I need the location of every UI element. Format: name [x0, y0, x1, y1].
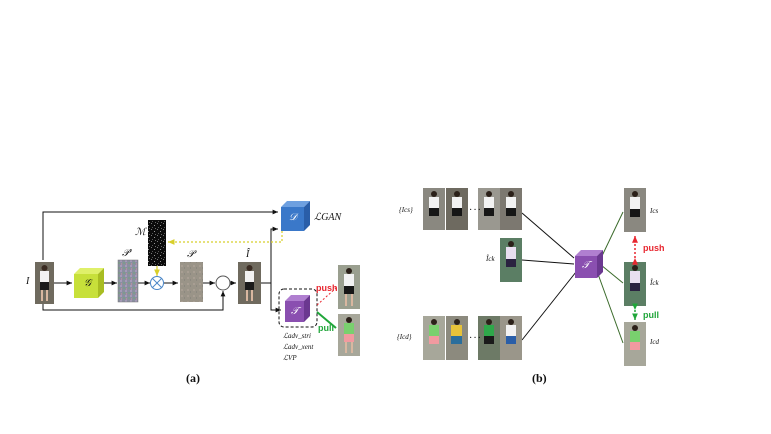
multiply-operator	[150, 276, 164, 290]
push-label-a: push	[316, 283, 338, 293]
pull-image-a	[338, 314, 360, 356]
cd-set-ellipsis: ···	[469, 333, 482, 344]
target-to-cs-line	[600, 211, 624, 259]
loss-adv-stri-label: ℒadv_stri	[283, 332, 311, 340]
target-label-b: 𝒯	[582, 260, 590, 271]
target-dashed-frame	[278, 288, 318, 328]
ihat-to-target-arrow	[270, 283, 281, 313]
caption-b: (b)	[532, 371, 547, 385]
mask-label: ℳ	[135, 227, 146, 238]
loss-adv-xent-label: ℒadv_xent	[283, 343, 314, 351]
generator-label: 𝒢	[84, 278, 92, 289]
pull-label-b: pull	[643, 310, 659, 320]
pull-label-a: pull	[318, 323, 334, 333]
plus-operator	[215, 275, 231, 291]
perturbation-image	[180, 262, 203, 302]
cd-set-image-2	[446, 316, 468, 360]
mask-image	[148, 220, 166, 266]
perturbation-raw-image	[117, 259, 139, 303]
cs-set-image-2	[446, 188, 468, 230]
push-image-a	[338, 265, 360, 309]
caption-a: (a)	[186, 371, 200, 385]
discriminator-cube	[281, 201, 310, 231]
loss-gan-label: ℒGAN	[314, 212, 342, 223]
cs-output-label: Ics	[650, 207, 659, 215]
perturbation-raw-label: 𝒫′	[122, 248, 132, 259]
cd-set-label: {Icd}	[397, 333, 412, 341]
input-to-plus-arrow	[42, 291, 226, 311]
generator-cube	[74, 268, 104, 298]
target-to-anchor-line	[600, 264, 624, 284]
anchor-label-b: Îck	[486, 255, 495, 263]
cs-set-label: {Ics}	[399, 206, 413, 214]
discriminator-label: 𝒟	[289, 212, 297, 223]
perturbation-label: 𝒫	[187, 249, 195, 260]
anchor-output-image	[624, 262, 646, 306]
target-cube-b	[575, 250, 603, 278]
cs-set-image-3	[478, 188, 500, 230]
anchor-image-b	[500, 238, 522, 282]
input-to-discriminator-arrow	[42, 209, 278, 260]
ihat-to-discriminator-arrow	[261, 226, 278, 284]
cd-set-image-1	[423, 316, 445, 360]
cd-output-image	[624, 322, 646, 366]
push-label-b: push	[643, 243, 665, 253]
cd-set-image-4	[500, 316, 522, 360]
cd-set-to-target-line	[521, 271, 577, 341]
adv-image-label: Î	[246, 249, 250, 260]
push-line-a	[316, 287, 337, 306]
input-label: I	[26, 276, 30, 287]
cs-set-image-4	[500, 188, 522, 230]
discriminator-feedback-arrow	[168, 223, 283, 245]
anchor-output-label: Îck	[650, 279, 659, 287]
target-label-a: 𝒯	[291, 306, 299, 317]
cs-output-image	[624, 188, 646, 232]
input-image	[35, 262, 54, 304]
loss-vp-label: ℒVP	[283, 354, 297, 362]
pull-line-a	[316, 311, 337, 329]
target-cube-a	[285, 295, 310, 322]
anchor-to-target-line	[521, 259, 575, 265]
cd-set-image-3	[478, 316, 500, 360]
cs-set-to-target-line	[521, 212, 575, 259]
cs-set-ellipsis: ···	[469, 205, 482, 216]
cs-set-image-1	[423, 188, 445, 230]
cd-output-label: Icd	[650, 338, 659, 346]
target-to-cd-line	[597, 273, 624, 344]
adversarial-image	[238, 262, 261, 304]
